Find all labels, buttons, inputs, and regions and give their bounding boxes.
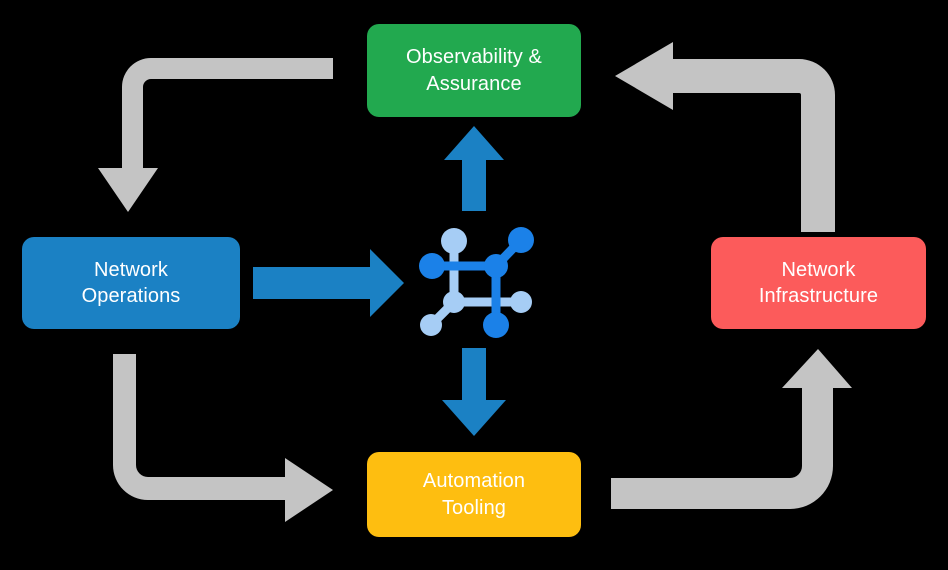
arrow-observability-to-operations [98,58,333,212]
arrow-center-to-automation [442,348,506,436]
box-network-operations-label: Network Operations [81,258,181,307]
arrow-automation-to-infrastructure [611,349,852,509]
box-network-operations[interactable]: Network Operations [22,237,240,329]
arrow-operations-to-center [253,249,404,317]
topology-nodes-secondary [420,228,532,336]
box-network-infrastructure-label: Network Infrastructure [758,258,879,307]
arrow-operations-to-automation [113,354,333,522]
box-automation-tooling[interactable]: Automation Tooling [367,452,581,537]
topology-nodes-primary [419,227,534,338]
network-topology-icon [419,227,534,338]
arrow-infrastructure-to-observability [615,42,835,232]
box-automation-tooling-label: Automation Tooling [422,470,526,519]
box-observability-assurance-label: Observability & Assurance [406,46,542,95]
box-observability-assurance[interactable]: Observability & Assurance [367,24,581,117]
box-network-infrastructure[interactable]: Network Infrastructure [711,237,926,329]
arrow-center-to-observability [444,126,504,211]
